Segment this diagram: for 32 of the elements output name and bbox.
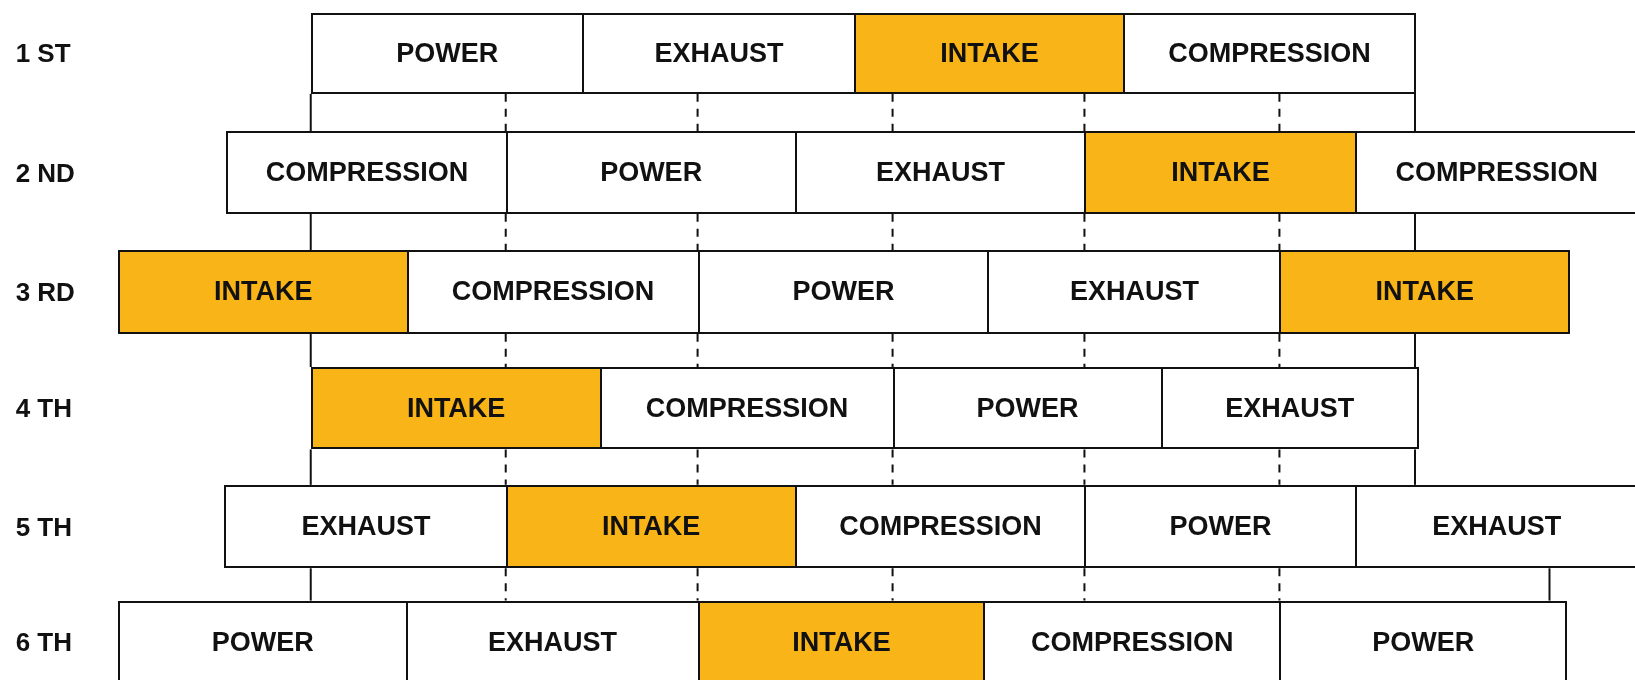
stroke-box: EXHAUST bbox=[1160, 367, 1420, 450]
stroke-box: COMPRESSION bbox=[599, 367, 895, 450]
stroke-box: COMPRESSION bbox=[794, 484, 1087, 569]
stroke-box: INTAKE bbox=[505, 484, 797, 569]
stroke-box: INTAKE bbox=[1084, 131, 1357, 214]
cylinder-label: 6 TH bbox=[15, 627, 72, 659]
stroke-box: EXHAUST bbox=[224, 484, 508, 569]
stroke-box: INTAKE bbox=[854, 12, 1125, 94]
stroke-box: EXHAUST bbox=[794, 131, 1087, 214]
stroke-box: POWER bbox=[892, 367, 1163, 450]
stroke-box: POWER bbox=[505, 131, 797, 214]
stroke-box: POWER bbox=[697, 250, 990, 334]
cylinder-label: 5 TH bbox=[15, 511, 72, 543]
stroke-box: INTAKE bbox=[117, 250, 409, 334]
stroke-box: POWER bbox=[1279, 600, 1568, 680]
stroke-box: COMPRESSION bbox=[406, 250, 700, 334]
stroke-box: COMPRESSION bbox=[1354, 131, 1635, 214]
stroke-box: EXHAUST bbox=[1354, 484, 1635, 569]
stroke-box: INTAKE bbox=[310, 367, 602, 450]
stroke-box: POWER bbox=[117, 600, 408, 680]
stroke-box: INTAKE bbox=[1279, 250, 1571, 334]
cylinder-label: 2 ND bbox=[15, 157, 75, 189]
stroke-box: EXHAUST bbox=[987, 250, 1282, 334]
stroke-box: EXHAUST bbox=[581, 12, 856, 94]
cylinder-label: 3 RD bbox=[15, 276, 75, 308]
stroke-box: COMPRESSION bbox=[226, 131, 508, 214]
stroke-box: INTAKE bbox=[697, 600, 986, 680]
cylinder-label: 4 TH bbox=[15, 393, 72, 425]
stroke-box: POWER bbox=[1084, 484, 1357, 569]
stroke-box: COMPRESSION bbox=[1123, 12, 1416, 94]
stroke-box: POWER bbox=[310, 12, 584, 94]
cylinder-label: 1 ST bbox=[15, 38, 71, 70]
